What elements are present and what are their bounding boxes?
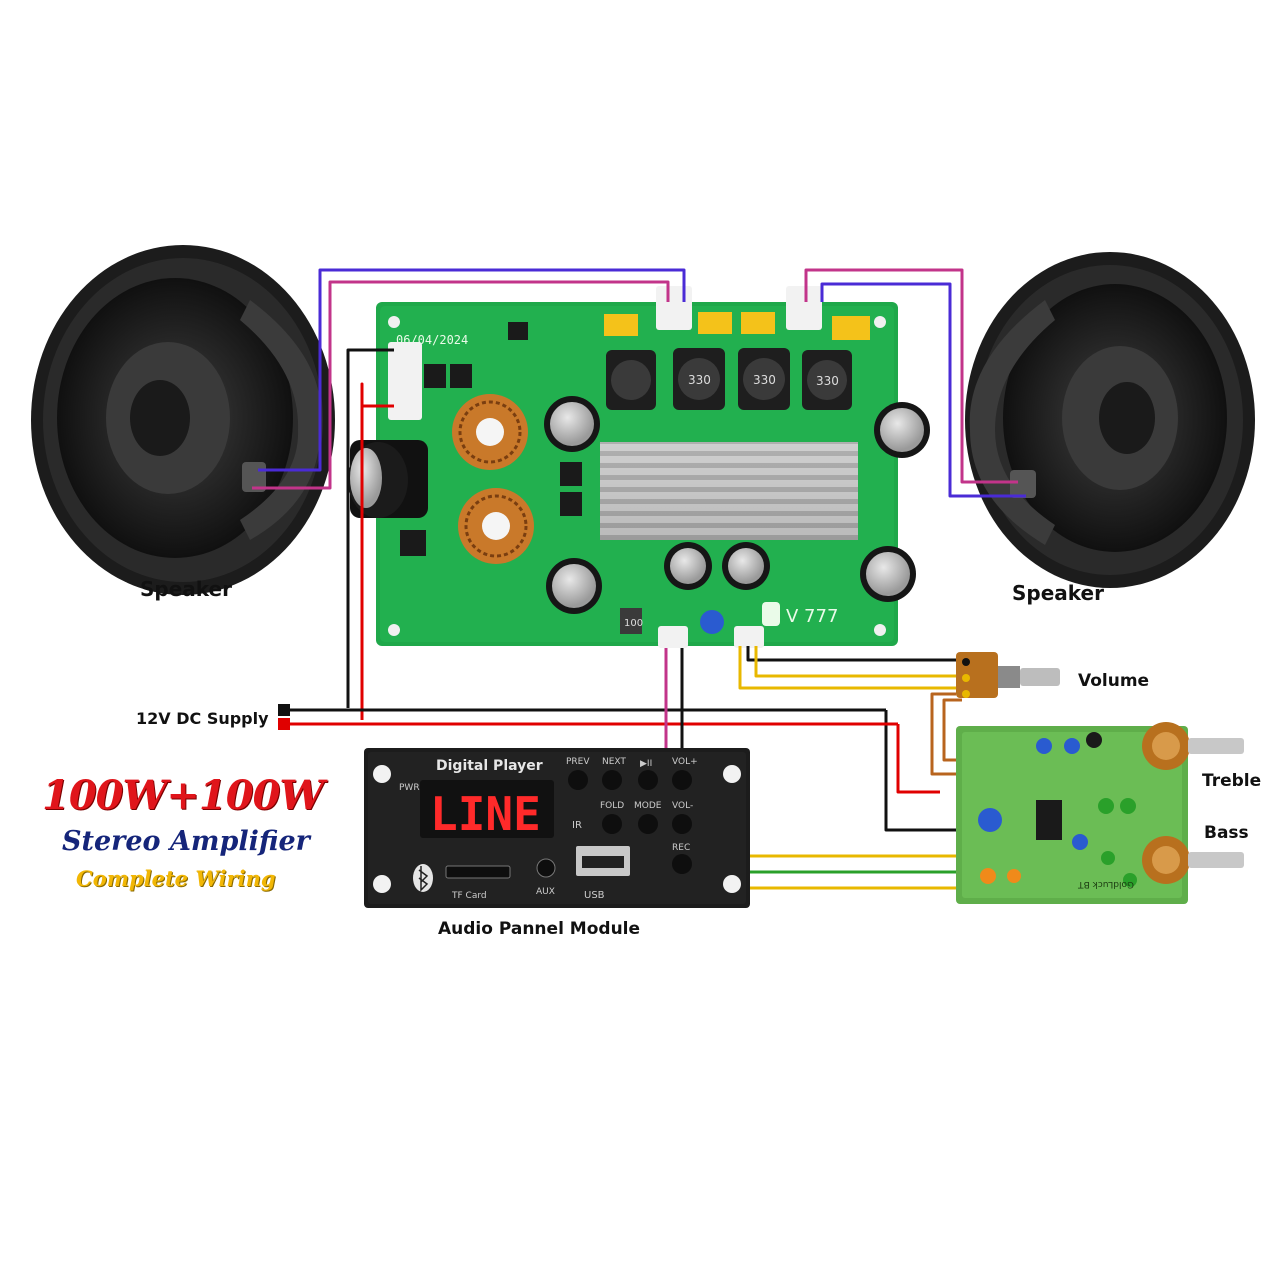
wire-right-speaker-magenta <box>804 268 1018 484</box>
speaker-right-label: Speaker <box>1012 581 1104 605</box>
fold-button[interactable] <box>602 814 622 834</box>
treble-label: Treble <box>1202 771 1261 791</box>
svg-text:330: 330 <box>753 373 776 387</box>
wire-tone-brown-1 <box>930 692 970 776</box>
svg-text:PREV: PREV <box>566 757 590 767</box>
vol-up-button[interactable] <box>672 770 692 790</box>
rec-button[interactable] <box>672 854 692 874</box>
player-header: Digital Player <box>436 758 543 774</box>
svg-text:USB: USB <box>584 890 605 901</box>
bass-label: Bass <box>1204 823 1249 843</box>
inductors: 330 330 330 <box>606 348 852 410</box>
tf-card-slot[interactable] <box>445 865 511 879</box>
speaker-left <box>31 245 335 595</box>
supply-label: 12V DC Supply <box>136 709 269 728</box>
wire-left-speaker-purple <box>258 268 686 472</box>
play-pause-button[interactable] <box>638 770 658 790</box>
wires <box>252 268 1026 890</box>
svg-text:GoldLuck BT: GoldLuck BT <box>1078 879 1134 889</box>
svg-text:REC: REC <box>672 843 690 853</box>
title-wiring: Complete Wiring <box>76 866 276 891</box>
wire-right-speaker-purple <box>820 282 1026 498</box>
svg-text:330: 330 <box>688 373 711 387</box>
power-connector <box>388 342 422 420</box>
bluetooth-icon <box>413 864 433 892</box>
next-button[interactable] <box>602 770 622 790</box>
audio-input-connector <box>658 626 688 648</box>
wire-volume-yellow-2 <box>754 646 956 678</box>
audio-module-label: Audio Pannel Module <box>438 919 640 939</box>
svg-text:TF Card: TF Card <box>451 891 487 901</box>
svg-text:100: 100 <box>624 618 643 629</box>
speaker-right <box>965 252 1255 588</box>
volume-potentiometer <box>956 652 1060 698</box>
svg-text:VOL-: VOL- <box>672 801 693 811</box>
volume-label: Volume <box>1078 671 1149 691</box>
treble-knob <box>1142 722 1244 770</box>
svg-text:NEXT: NEXT <box>602 757 626 767</box>
svg-text:FOLD: FOLD <box>600 801 624 811</box>
wire-left-speaker-magenta <box>252 280 670 490</box>
led-display <box>420 780 554 838</box>
aux-jack[interactable] <box>536 858 556 878</box>
svg-text:MODE: MODE <box>634 801 662 811</box>
title-power: 100W+100W <box>42 772 324 819</box>
display-text: LINE <box>430 787 541 841</box>
wire-power-red <box>360 382 394 720</box>
svg-text:VOL+: VOL+ <box>672 757 698 767</box>
audio-panel-module: Digital Player PWR LINE IR PREV NEXT ▶II… <box>364 748 750 908</box>
title-stereo: Stereo Amplifier <box>62 826 310 857</box>
speaker-right-terminal <box>1010 470 1036 498</box>
amp-model: V 777 <box>786 606 838 627</box>
svg-text:▶II: ▶II <box>640 759 652 769</box>
vol-down-button[interactable] <box>672 814 692 834</box>
speaker-left-label: Speaker <box>140 577 232 601</box>
svg-text:AUX: AUX <box>536 887 555 897</box>
ir-label: IR <box>572 820 582 831</box>
prev-button[interactable] <box>568 770 588 790</box>
mode-button[interactable] <box>638 814 658 834</box>
svg-text:330: 330 <box>816 374 839 388</box>
supply-terminal-black <box>278 704 290 716</box>
volume-connector <box>734 626 764 648</box>
supply-terminal-red <box>278 718 290 730</box>
amplifier-board: 06/04/2024 330 330 330 <box>348 286 930 648</box>
toroid-coils <box>452 394 534 564</box>
speaker-connector-left <box>656 286 692 330</box>
wire-volume-yellow-1 <box>738 646 956 690</box>
tone-control-board: GoldLuck BT <box>956 722 1244 904</box>
wire-volume-black <box>746 646 956 662</box>
bass-knob <box>1142 836 1244 884</box>
wire-power-black <box>346 348 394 708</box>
pwr-label: PWR <box>399 783 420 793</box>
speaker-connector-right <box>786 286 822 330</box>
